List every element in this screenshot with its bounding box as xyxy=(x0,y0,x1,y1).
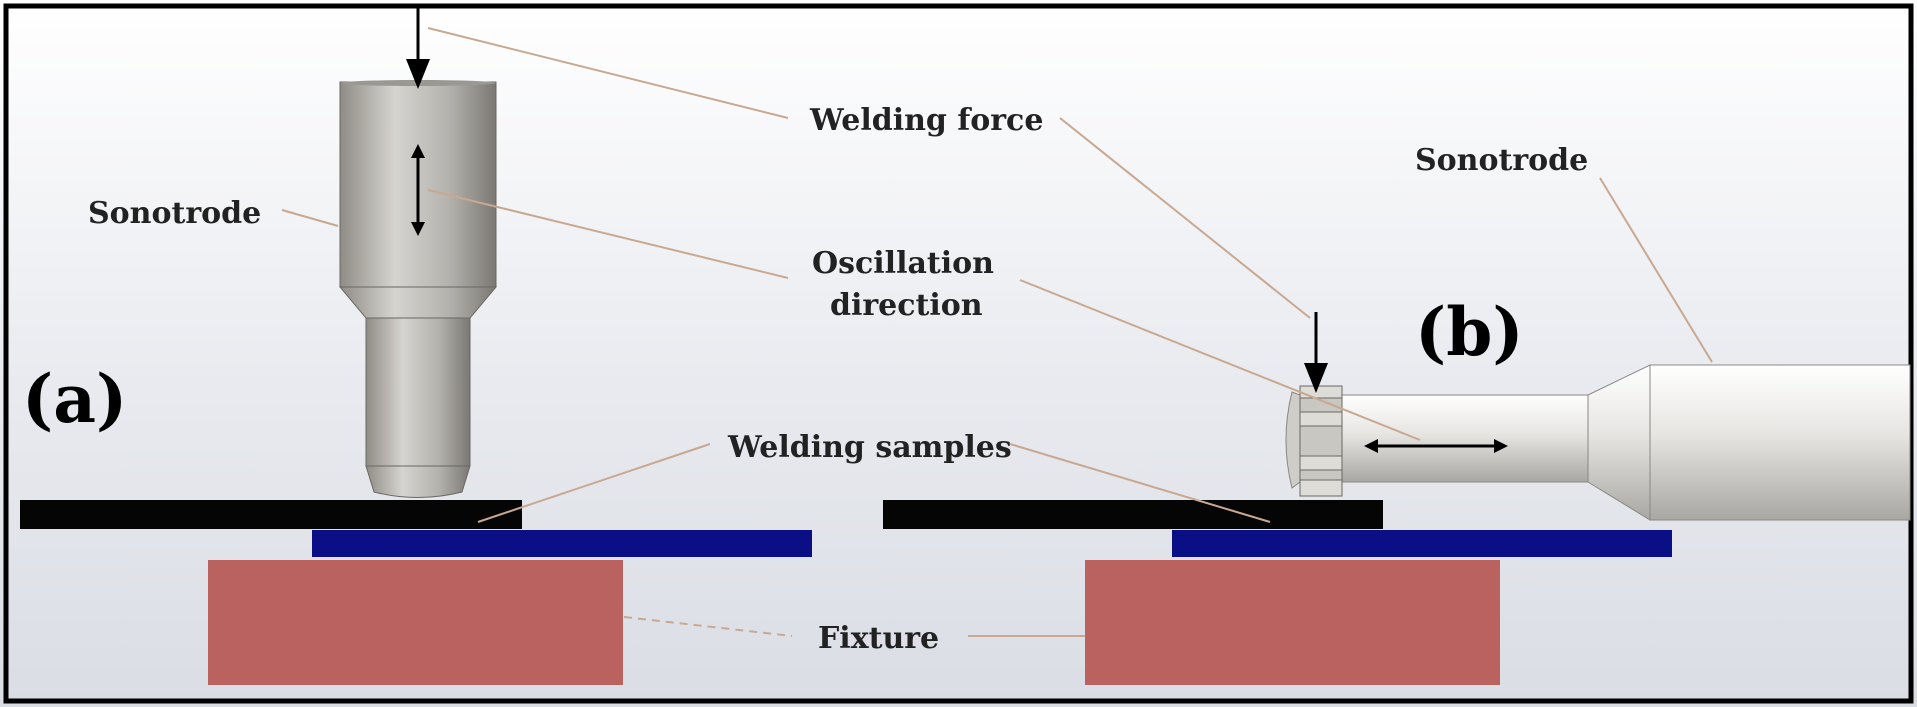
bottom-sample-b xyxy=(1172,530,1672,557)
label-sonotrode-b: Sonotrode xyxy=(1415,143,1588,178)
panel-a: (a) xyxy=(20,6,812,685)
fixture-b xyxy=(1085,560,1500,685)
top-sample-b xyxy=(883,500,1383,529)
label-oscillation-line2: direction xyxy=(830,288,983,323)
label-welding-samples: Welding samples xyxy=(727,430,1012,465)
label-welding-force: Welding force xyxy=(809,103,1043,138)
panel-letter-b: (b) xyxy=(1415,293,1524,371)
figure-frame xyxy=(3,3,1914,704)
oscillation-arrow-a xyxy=(411,144,425,236)
sonotrode-b xyxy=(1285,364,1911,521)
oscillation-arrow-b xyxy=(1364,439,1508,453)
labels: Welding force Sonotrode Sonotrode Oscill… xyxy=(88,103,1588,656)
panel-b: (b) xyxy=(883,293,1911,685)
label-fixture: Fixture xyxy=(818,621,939,656)
bottom-sample-a xyxy=(312,530,812,557)
fixture-a xyxy=(208,560,623,685)
panel-letter-a: (a) xyxy=(22,360,127,438)
label-oscillation-line1: Oscillation xyxy=(812,246,994,281)
label-sonotrode-a: Sonotrode xyxy=(88,196,261,231)
top-sample-a xyxy=(20,500,522,529)
leader-lines xyxy=(281,27,1713,637)
